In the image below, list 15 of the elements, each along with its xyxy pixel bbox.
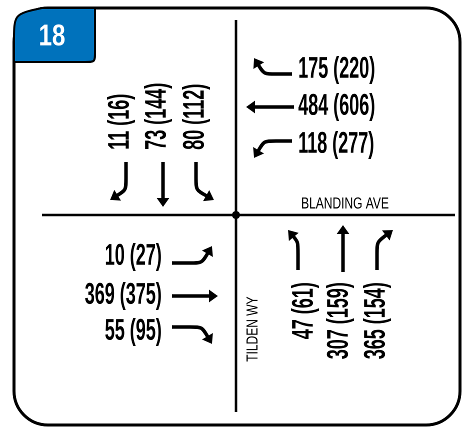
volume-label: 175 (220)	[299, 56, 374, 84]
volume-label: 307 (159)	[326, 283, 354, 359]
volume-label: 484 (606)	[298, 93, 374, 121]
volume-label: 80 (112)	[182, 84, 210, 150]
street-name: TILDEN WY	[246, 296, 258, 362]
volume-label: 73 (144)	[144, 84, 172, 150]
volume-label: 55 (95)	[105, 318, 161, 346]
volume-label: 369 (375)	[85, 282, 161, 310]
volume-label: 47 (61)	[291, 283, 319, 339]
volume-label: 11 (16)	[107, 94, 135, 149]
volume-label: 365 (154)	[363, 283, 391, 359]
number-badge-text: 18	[40, 24, 65, 46]
volume-label: 118 (277)	[299, 131, 374, 159]
street-name: BLANDING AVE	[302, 197, 388, 209]
volume-label: 10 (27)	[106, 243, 161, 271]
